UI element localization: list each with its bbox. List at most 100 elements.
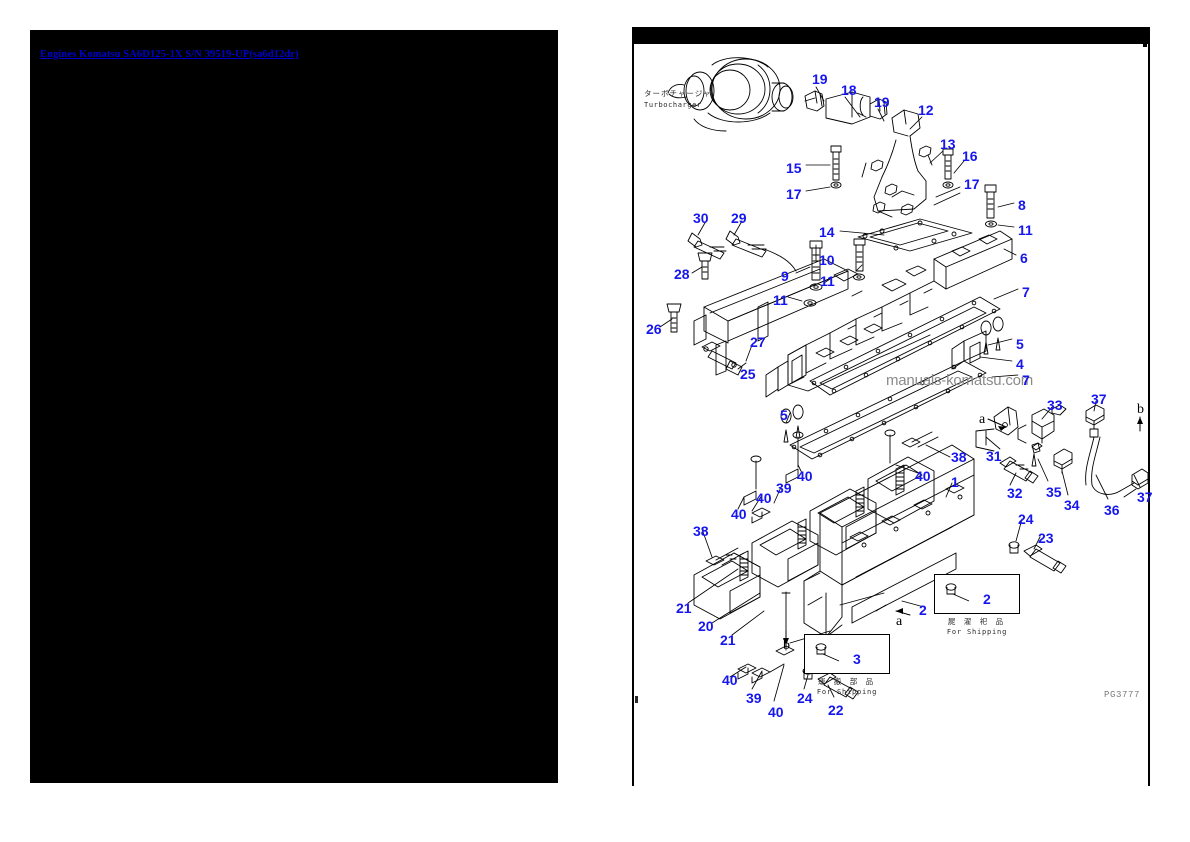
stud-40c	[884, 429, 896, 464]
callout-number-2: 2	[919, 602, 927, 618]
stud-24a	[1008, 541, 1020, 554]
document-title-link[interactable]: Engines Komatsu SA6D125-1X S/N 39519-UP(…	[40, 49, 299, 60]
shipping-note-2-icon	[945, 583, 970, 602]
callout-number-32: 32	[1007, 485, 1023, 501]
fitting-34	[1053, 448, 1073, 474]
page-edge-tick-mark	[635, 696, 638, 703]
manifold-bellows	[739, 464, 905, 582]
clamp-19b	[869, 98, 888, 120]
callout-number-35: 35	[1046, 484, 1062, 500]
callout-number-37: 37	[1137, 489, 1153, 505]
shipping-note-2-caption: 屍 濯 祀 品 For Shipping	[946, 617, 1008, 636]
callout-number-19: 19	[874, 94, 890, 110]
document-page-pane-left: Engines Komatsu SA6D125-1X S/N 39519-UP(…	[30, 30, 558, 783]
bolt-8	[984, 184, 997, 219]
dowel-pin-5a	[980, 316, 1004, 355]
plate-code-label: PG3777	[1104, 690, 1141, 700]
callout-number-40: 40	[756, 490, 772, 506]
turbocharger-label: ターボチャージャ Turbocharger	[644, 89, 712, 109]
fitting-37a	[1085, 404, 1105, 438]
shipping-note-3-box: 3	[804, 634, 890, 674]
gasket-7b	[789, 360, 987, 460]
callout-number-23: 23	[1038, 530, 1054, 546]
shipping-note-2: 2 屍 濯 祀 品 For Shipping	[934, 574, 1020, 636]
bolt-22	[817, 672, 859, 700]
manifold-runner-flanges	[693, 456, 935, 620]
callout-number-24: 24	[797, 690, 813, 706]
shipping-note-3-caption: 運 搬 部 品 For Shipping	[816, 677, 878, 696]
callout-number-39: 39	[776, 480, 792, 496]
callout-number-18: 18	[841, 82, 857, 98]
bolt-32	[999, 456, 1039, 484]
callout-number-5: 5	[1016, 336, 1024, 352]
callout-number-6: 6	[1020, 250, 1028, 266]
shipping-note-3-number: 3	[853, 651, 861, 667]
support-bracket-assembly	[693, 258, 849, 376]
bolt-15	[830, 145, 842, 181]
callout-number-19: 19	[812, 71, 828, 87]
callout-number-24: 24	[1018, 511, 1034, 527]
rod-29	[725, 230, 797, 272]
callout-number-40: 40	[768, 704, 784, 720]
callout-number-15: 15	[786, 160, 802, 176]
gasket-7a	[809, 296, 1001, 396]
callout-number-13: 13	[940, 136, 956, 152]
nut-39a	[751, 507, 771, 524]
callout-number-11: 11	[1018, 222, 1033, 238]
callout-number-29: 29	[731, 210, 747, 226]
washer-11c	[853, 273, 865, 281]
stud-40b	[785, 431, 804, 484]
callout-number-12: 12	[918, 102, 934, 118]
callout-number-26: 26	[646, 321, 662, 337]
callout-number-38: 38	[693, 523, 709, 539]
callout-number-40: 40	[797, 468, 813, 484]
callout-number-39: 39	[746, 690, 762, 706]
gasket-14	[857, 218, 973, 252]
callout-number-25: 25	[740, 366, 756, 382]
section-letter-a: a	[896, 614, 903, 629]
callout-number-40: 40	[722, 672, 738, 688]
callout-number-31: 31	[986, 448, 1002, 464]
stud-40e	[737, 663, 757, 680]
callout-number-9: 9	[781, 268, 789, 284]
shipping-note-2-box: 2	[934, 574, 1020, 614]
callout-number-17: 17	[964, 176, 980, 192]
bolt-26	[666, 303, 682, 333]
washer-11b	[809, 283, 823, 291]
section-letter-b: b	[1137, 402, 1144, 417]
bolt-28	[697, 252, 713, 280]
washer-11d	[803, 299, 817, 307]
callout-number-11: 11	[773, 292, 788, 308]
callout-number-14: 14	[819, 224, 835, 240]
washer-17a	[830, 181, 842, 189]
callout-number-21: 21	[676, 600, 692, 616]
callout-number-33: 33	[1047, 397, 1063, 413]
valve-33	[1017, 404, 1067, 454]
bolt-23	[1023, 544, 1067, 574]
callout-number-37: 37	[1091, 391, 1107, 407]
bolt-9	[853, 238, 866, 272]
callout-number-20: 20	[698, 618, 714, 634]
exploded-parts-diagram: ターボチャージャ Turbocharger manuals-komatsu.co…	[634, 45, 1153, 784]
callout-number-34: 34	[1064, 497, 1080, 513]
callout-number-10: 10	[819, 252, 835, 268]
stud-38b	[901, 431, 939, 448]
callout-number-21: 21	[720, 632, 736, 648]
callout-number-28: 28	[674, 266, 690, 282]
parts-diagram-pane-right: PG3777	[632, 27, 1153, 786]
shipping-note-3: 3 運 搬 部 品 For Shipping	[804, 634, 890, 696]
callout-number-4: 4	[1016, 356, 1024, 372]
callout-number-40: 40	[731, 506, 747, 522]
turbocharger-body	[667, 57, 794, 132]
callout-number-16: 16	[962, 148, 978, 164]
callout-number-8: 8	[1018, 197, 1026, 213]
clamp-19a	[804, 90, 825, 112]
page-top-bar-notch	[1143, 44, 1147, 47]
callout-number-11: 11	[820, 273, 835, 289]
callout-number-22: 22	[828, 702, 844, 718]
manifold-skirt	[765, 344, 807, 398]
diagram-linework	[659, 57, 1148, 702]
shipping-note-2-number: 2	[983, 591, 991, 607]
bracket-31	[975, 406, 1019, 452]
callout-number-38: 38	[951, 449, 967, 465]
